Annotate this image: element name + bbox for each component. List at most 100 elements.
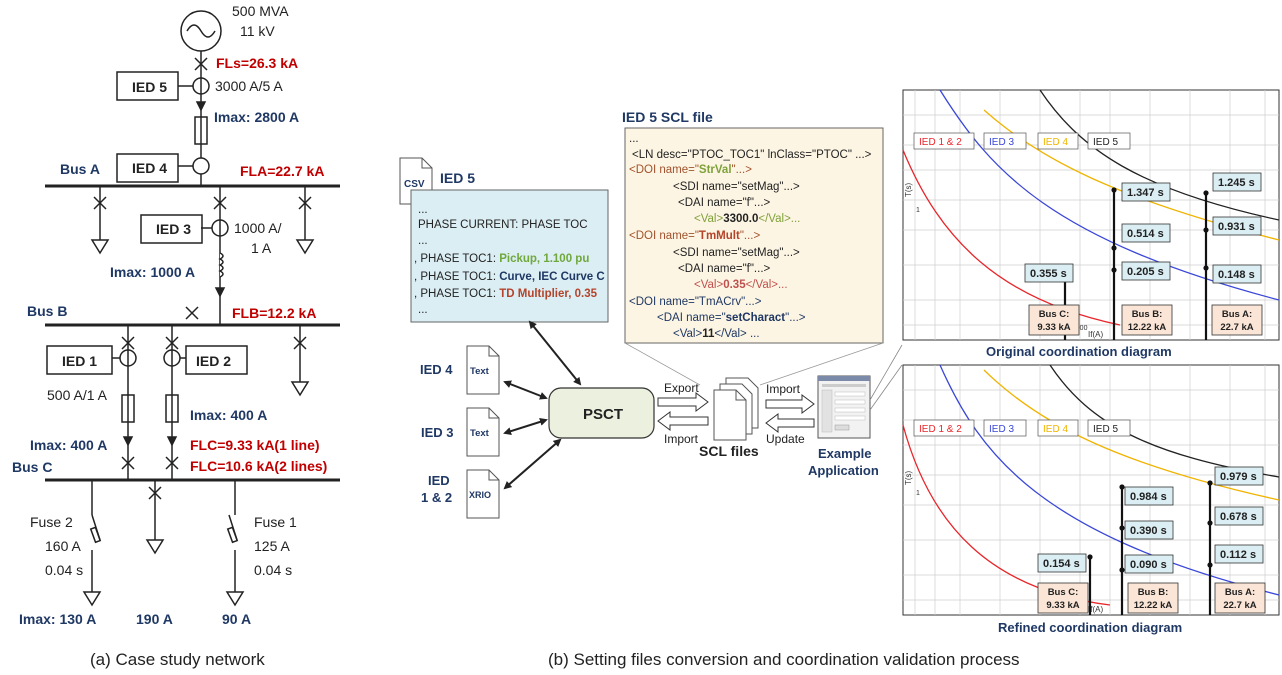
ied3-input-label: IED 3 xyxy=(421,425,454,440)
svg-text:Text: Text xyxy=(470,428,490,439)
case-study-network xyxy=(45,10,340,607)
ied5-box xyxy=(116,71,179,101)
bottom-legend-3: IED 5 xyxy=(1093,424,1118,435)
scl-line-8: <SDI name="setMag"...> xyxy=(673,247,800,259)
bottom-time-box-2 xyxy=(1214,544,1264,564)
top-time-0: 1.245 s xyxy=(1218,177,1255,189)
csv-line-2: PHASE CURRENT: PHASE TOC xyxy=(418,219,588,231)
top-time-box-4 xyxy=(1121,223,1171,243)
fault-level-b: FLB=12.2 kA xyxy=(232,305,316,321)
bottom-dot-2-1 xyxy=(1207,520,1213,526)
top-legend-0: IED 1 & 2 xyxy=(919,137,962,148)
bottom-time-1: 0.678 s xyxy=(1220,511,1257,523)
ied12-xrio-file-icon: XRIO xyxy=(466,469,500,519)
ied4-label: IED 4 xyxy=(132,160,167,176)
bottom-legend-box-2 xyxy=(1037,419,1079,437)
top-y-tick: 1 xyxy=(916,207,920,214)
fuse1-current: 125 A xyxy=(254,538,290,554)
bottom-bus-name-1: Bus B: xyxy=(1138,587,1169,598)
export-arrow xyxy=(657,392,709,412)
top-legend-2: IED 4 xyxy=(1043,137,1068,148)
ct5-ratio: 3000 A/5 A xyxy=(215,78,283,94)
top-legend-1: IED 3 xyxy=(989,137,1014,148)
fuse2-current: 160 A xyxy=(45,538,81,554)
bottom-bus-box-0 xyxy=(1037,582,1089,614)
fault-level-source: FLs=26.3 kA xyxy=(216,55,298,71)
ied4-text-file-icon: Text xyxy=(466,345,500,395)
ied4-psct-arrow xyxy=(503,380,548,400)
bottom-bus-name-0: Bus C: xyxy=(1048,587,1079,598)
top-time-6: 0.355 s xyxy=(1030,268,1067,280)
fuse1-name: Fuse 1 xyxy=(254,514,297,530)
scl-content-box xyxy=(624,127,884,344)
ied2-label: IED 2 xyxy=(196,353,231,369)
bottom-bus-current-1: 12.22 kA xyxy=(1134,600,1173,611)
bottom-time-2: 0.112 s xyxy=(1220,549,1256,561)
svg-text:XRIO: XRIO xyxy=(469,490,491,500)
bottom-time-3: 0.984 s xyxy=(1130,491,1167,503)
scl-line-12: <DAI name="setCharact"...> xyxy=(657,312,806,324)
ied12-input-label-a: IED xyxy=(428,473,450,488)
fuse1-time: 0.04 s xyxy=(254,562,292,578)
top-bus-current-2: 22.7 kA xyxy=(1220,322,1253,333)
svg-text:CSV: CSV xyxy=(404,179,425,190)
bottom-bus-box-2 xyxy=(1214,582,1266,614)
ied3-box xyxy=(140,214,203,244)
top-time-3: 1.347 s xyxy=(1127,187,1164,199)
fuse2-symbol xyxy=(89,526,102,544)
top-x-label: If(A) xyxy=(1088,330,1103,339)
top-curve-0 xyxy=(1039,89,1280,221)
top-dot-2-1 xyxy=(1203,227,1209,233)
bottom-time-5: 0.090 s xyxy=(1130,559,1167,571)
scl-line-10: <Val>0.35</Val>... xyxy=(694,279,788,291)
ied1-label: IED 1 xyxy=(62,353,97,369)
imax-2800: Imax: 2800 A xyxy=(214,109,299,125)
bottom-time-0: 0.979 s xyxy=(1220,471,1257,483)
bottom-y-label: T(s) xyxy=(904,470,913,485)
scl-title: IED 5 SCL file xyxy=(622,109,713,125)
scl-line-2: <LN desc="PTOC_TOC1" lnClass="PTOC" ...> xyxy=(632,149,872,161)
bottom-legend-box-0 xyxy=(913,419,975,437)
fuse2-name: Fuse 2 xyxy=(30,514,73,530)
csv-toc-pickup: , PHASE TOC1: Pickup, 1.100 pu xyxy=(414,253,589,265)
top-curve-2 xyxy=(939,89,1280,301)
import-label-left: Import xyxy=(664,432,699,446)
ied3-label: IED 3 xyxy=(156,221,191,237)
bus-c-label: Bus C xyxy=(12,459,52,475)
bottom-legend-0: IED 1 & 2 xyxy=(919,424,962,435)
fault-level-a: FLA=22.7 kA xyxy=(240,163,324,179)
source-mva: 500 MVA xyxy=(232,3,289,19)
bottom-dot-1-2 xyxy=(1119,567,1125,573)
bottom-legend-box-1 xyxy=(983,419,1027,437)
svg-text:Text: Text xyxy=(470,366,490,377)
bottom-time-box-4 xyxy=(1124,520,1174,540)
bottom-time-box-6 xyxy=(1037,553,1087,573)
top-bus-name-0: Bus C: xyxy=(1039,309,1070,320)
source-kv: 11 kV xyxy=(240,23,275,39)
import-arrow-left xyxy=(657,411,709,431)
bottom-curve-2 xyxy=(939,364,1280,596)
scl-line-7: <DOI name="TmMult"...> xyxy=(629,230,760,242)
ied12-psct-arrow xyxy=(503,438,562,490)
import-arrow-right xyxy=(765,394,815,414)
bottom-bus-current-0: 9.33 kA xyxy=(1046,600,1079,611)
top-time-box-6 xyxy=(1024,263,1074,283)
top-bus-box-1 xyxy=(1121,304,1173,336)
ied2-box xyxy=(185,345,248,375)
scl-line-3: <DOI name="StrVal"...> xyxy=(629,164,752,176)
top-dot-2-0 xyxy=(1203,190,1209,196)
imax-400-left: Imax: 400 A xyxy=(30,437,107,453)
top-legend-box-0 xyxy=(913,132,975,150)
bus-a-label: Bus A xyxy=(60,161,100,177)
scl-line-4: <SDI name="setMag"...> xyxy=(673,181,800,193)
top-dot-1-2 xyxy=(1111,267,1117,273)
load-190: 190 A xyxy=(136,611,173,627)
scl-files-icon xyxy=(713,377,759,441)
original-diagram-caption: Original coordination diagram xyxy=(986,344,1172,359)
bottom-legend-2: IED 4 xyxy=(1043,424,1068,435)
bottom-x-label: If(A) xyxy=(1088,605,1103,614)
csv-content-box xyxy=(410,189,609,323)
example-application-window xyxy=(817,375,871,439)
